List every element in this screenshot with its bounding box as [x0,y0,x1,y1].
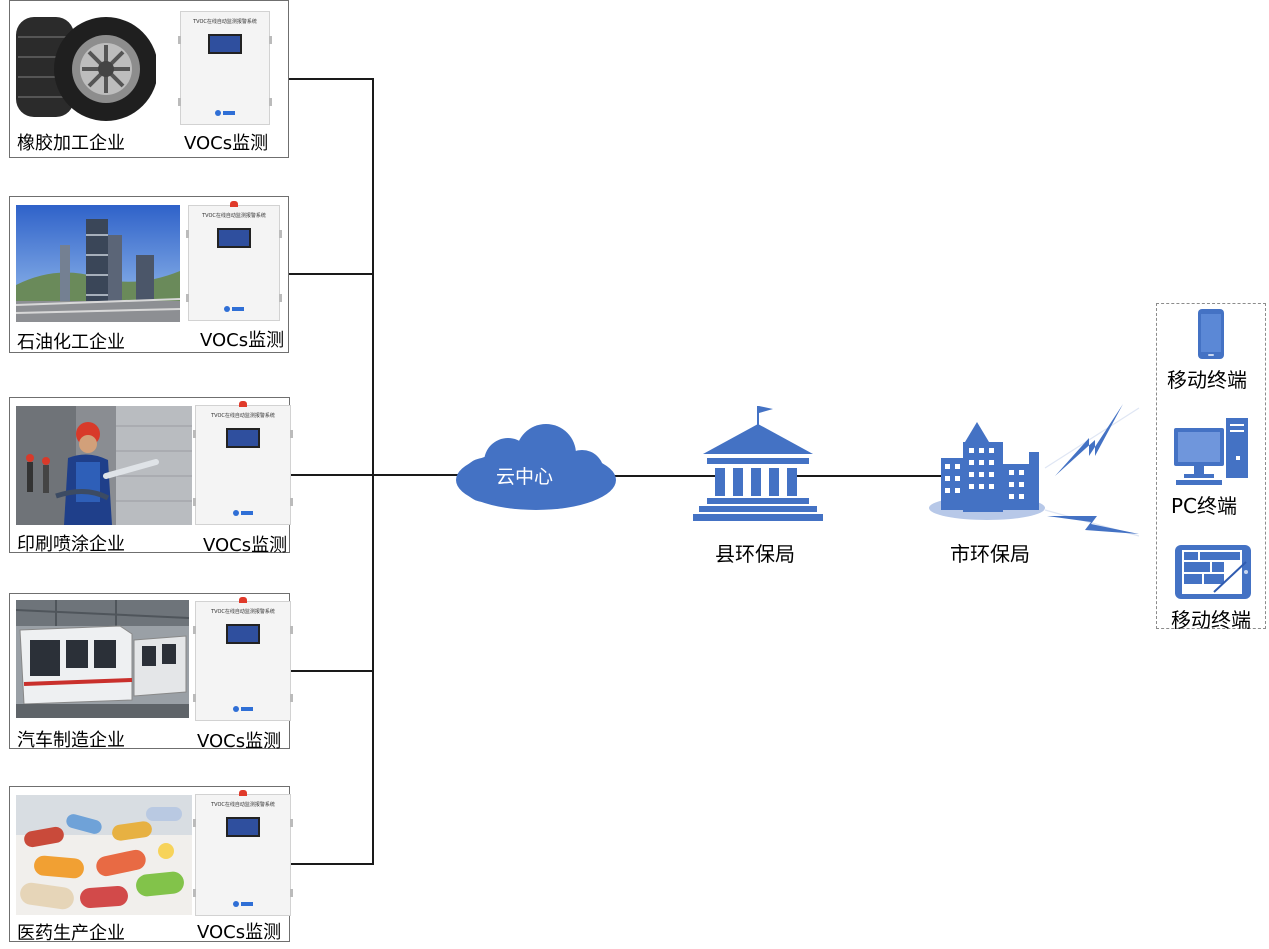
car-factory-icon [16,600,189,718]
tablet-icon [1175,545,1251,599]
alarm-lamp [230,201,238,207]
terminal-label: 移动终端 [1167,368,1247,392]
device-screen [226,624,260,644]
device-screen [217,228,251,248]
city-bureau-label: 市环保局 [950,542,1030,566]
monitor-label: VOCs监测 [203,535,288,556]
device-screen [208,34,242,54]
wireless-signal-icon [1044,404,1140,537]
enterprise-name: 印刷喷涂企业 [17,534,125,555]
enterprise-card-rubber: TVOC在线自动监测报警系统 橡胶加工企业 VOCs监测 [9,0,289,158]
monitor-label: VOCs监测 [197,922,282,943]
device-panel-title: TVOC在线自动监测报警系统 [211,802,275,808]
monitor-label: VOCs监测 [184,133,269,154]
cloud-label: 云中心 [496,466,554,488]
monitor-label: VOCs监测 [197,731,282,752]
brand-logo-icon [233,706,253,712]
pills-icon [16,795,192,915]
enterprise-name: 医药生产企业 [17,923,125,944]
brand-logo-icon [233,901,253,907]
vocs-monitor-device: TVOC在线自动监测报警系统 [193,597,293,721]
vocs-monitor-device: TVOC在线自动监测报警系统 [178,11,272,125]
enterprise-name: 橡胶加工企业 [17,133,125,154]
smartphone-icon [1198,309,1224,359]
device-screen [226,817,260,837]
city-buildings-icon [929,422,1045,520]
refinery-icon [16,205,180,322]
vocs-monitor-device: TVOC在线自动监测报警系统 [186,201,282,321]
alarm-lamp [239,401,247,407]
brand-logo-icon [215,110,235,116]
vocs-monitor-device: TVOC在线自动监测报警系统 [193,790,293,916]
brand-logo-icon [233,510,253,516]
enterprise-card-printing: TVOC在线自动监测报警系统 印刷喷涂企业 VOCs监测 [9,397,293,556]
alarm-lamp [239,790,247,796]
enterprise-card-petrochemical: TVOC在线自动监测报警系统 石油化工企业 VOCs监测 [9,196,289,353]
device-panel-title: TVOC在线自动监测报警系统 [211,609,275,615]
alarm-lamp [239,597,247,603]
county-bureau-label: 县环保局 [715,542,795,566]
enterprise-name: 汽车制造企业 [17,730,125,751]
vocs-monitor-device: TVOC在线自动监测报警系统 [193,401,293,525]
enterprise-card-pharma: TVOC在线自动监测报警系统 医药生产企业 VOCs监测 [9,786,293,944]
government-building-icon [693,406,823,521]
device-panel-title: TVOC在线自动监测报警系统 [202,213,266,219]
enterprise-name: 石油化工企业 [17,332,125,353]
desktop-computer-icon [1174,418,1248,485]
monitor-label: VOCs监测 [200,330,285,351]
terminals-panel [1156,303,1266,629]
device-screen [226,428,260,448]
cloud-icon [456,424,616,510]
brand-logo-icon [224,306,244,312]
enterprise-card-auto: TVOC在线自动监测报警系统 汽车制造企业 VOCs监测 [9,593,293,752]
spray-worker-icon [16,406,192,525]
terminal-label: 移动终端 [1171,608,1251,632]
device-panel-title: TVOC在线自动监测报警系统 [193,19,257,25]
tire-icon [14,7,156,125]
terminal-label: PC终端 [1171,494,1238,518]
device-panel-title: TVOC在线自动监测报警系统 [211,413,275,419]
